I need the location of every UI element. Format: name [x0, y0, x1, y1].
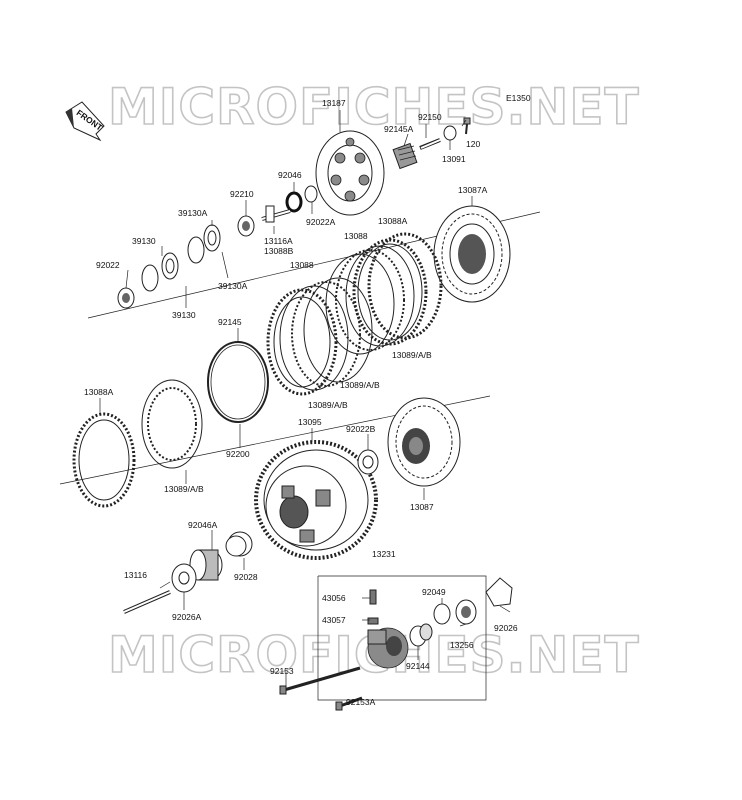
steel-plate-13089-teeth: [147, 387, 197, 461]
label-13088-top: 13088: [344, 231, 368, 241]
label-13256: 13256: [450, 640, 474, 650]
wire-ring-92145: [207, 341, 269, 423]
label-39130-bot: 39130: [172, 310, 196, 320]
label-13116: 13116: [124, 570, 147, 580]
collar-92028-face: [225, 535, 247, 557]
gasket-92026: [485, 577, 513, 607]
spring-bolt: [419, 138, 441, 150]
label-13187: 13187: [322, 98, 346, 108]
label-92150: 92150: [418, 112, 442, 122]
cap-43057: [367, 617, 379, 625]
label-92028: 92028: [234, 572, 258, 582]
label-92210: 92210: [230, 189, 254, 199]
bearing-13091: [443, 125, 457, 141]
label-13089-1: 13089/A/B: [392, 350, 432, 360]
washer-92046: [285, 191, 303, 213]
label-92153: 92153: [270, 666, 294, 676]
label-39130a-bot: 39130A: [218, 281, 248, 291]
label-13087: 13087: [410, 502, 434, 512]
washer-92026a-hole: [178, 571, 190, 585]
nut-92210-hole: [242, 221, 250, 231]
judder-springs: [141, 224, 221, 292]
leader-lines: [99, 110, 511, 686]
seal-92144-inner: [419, 623, 433, 641]
label-39130a-top: 39130A: [178, 208, 208, 218]
pushrod-13116-highlight: [123, 591, 171, 613]
watermark-top: MICROFICHES.NET: [108, 78, 640, 136]
bolt-92153a: [339, 696, 363, 708]
wire-ring-92145-inner: [210, 344, 266, 420]
label-92153a: 92153A: [346, 697, 376, 707]
label-13116a: 13116A: [264, 236, 293, 246]
label-13088a-top: 13088A: [378, 216, 408, 226]
label-13095: 13095: [298, 417, 322, 427]
bolt-92153: [283, 666, 361, 692]
label-92026: 92026: [494, 623, 518, 633]
label-92145a: 92145A: [384, 124, 414, 134]
label-39130-top: 39130: [132, 236, 156, 246]
seal-92049: [433, 603, 451, 625]
washer-92022-hole: [122, 293, 130, 303]
pushrod-13116a: [261, 205, 291, 223]
label-92200: 92200: [226, 449, 250, 459]
label-92022b: 92022B: [346, 424, 376, 434]
label-13089-4: 13089/A/B: [164, 484, 204, 494]
label-92046a: 92046A: [188, 520, 218, 530]
friction-plate-stack-upper: [325, 232, 443, 355]
friction-plate-stack-middle: [266, 277, 373, 396]
front-arrow-icon: FRONT: [65, 101, 105, 142]
label-13088-mid: 13088: [290, 260, 314, 270]
label-92022: 92022: [96, 260, 120, 270]
bolt-92153-head: [279, 685, 287, 695]
label-13089-3: 13089/A/B: [308, 400, 348, 410]
label-13089-2: 13089/A/B: [340, 380, 380, 390]
friction-plate-13088a: [72, 412, 136, 508]
label-13088b: 13088B: [264, 246, 294, 256]
clutch-housing-13087a: [433, 205, 511, 303]
label-43056: 43056: [322, 593, 346, 603]
label-13091: 13091: [442, 154, 466, 164]
label-92049: 92049: [422, 587, 446, 597]
label-120: 120: [466, 139, 480, 149]
washer-92022b-hole: [362, 455, 374, 469]
friction-plate-13088a-inner: [78, 419, 130, 501]
label-13088a-left: 13088A: [84, 387, 114, 397]
clutch-hub-13095: [254, 440, 378, 560]
pressure-plate: [315, 130, 385, 216]
label-92145: 92145: [218, 317, 242, 327]
label-13231: 13231: [372, 549, 396, 559]
slave-cylinder-body: [367, 627, 409, 669]
diagram-code: E1350: [506, 93, 531, 103]
bolt-92153a-head: [335, 701, 343, 711]
steel-plate-13089: [141, 379, 203, 469]
piston-13256-face: [461, 606, 471, 618]
label-92046: 92046: [278, 170, 302, 180]
label-92026a: 92026A: [172, 612, 202, 622]
clutch-spring: [392, 142, 418, 170]
label-13087a: 13087A: [458, 185, 488, 195]
assembly-13231-box: [317, 575, 487, 701]
label-92144: 92144: [406, 661, 430, 671]
bleeder-43056: [369, 589, 377, 605]
washer-92022a: [304, 185, 318, 203]
clutch-center-13087: [387, 397, 461, 487]
label-92022a: 92022A: [306, 217, 336, 227]
bolt-120: [463, 117, 471, 135]
label-43057: 43057: [322, 615, 346, 625]
